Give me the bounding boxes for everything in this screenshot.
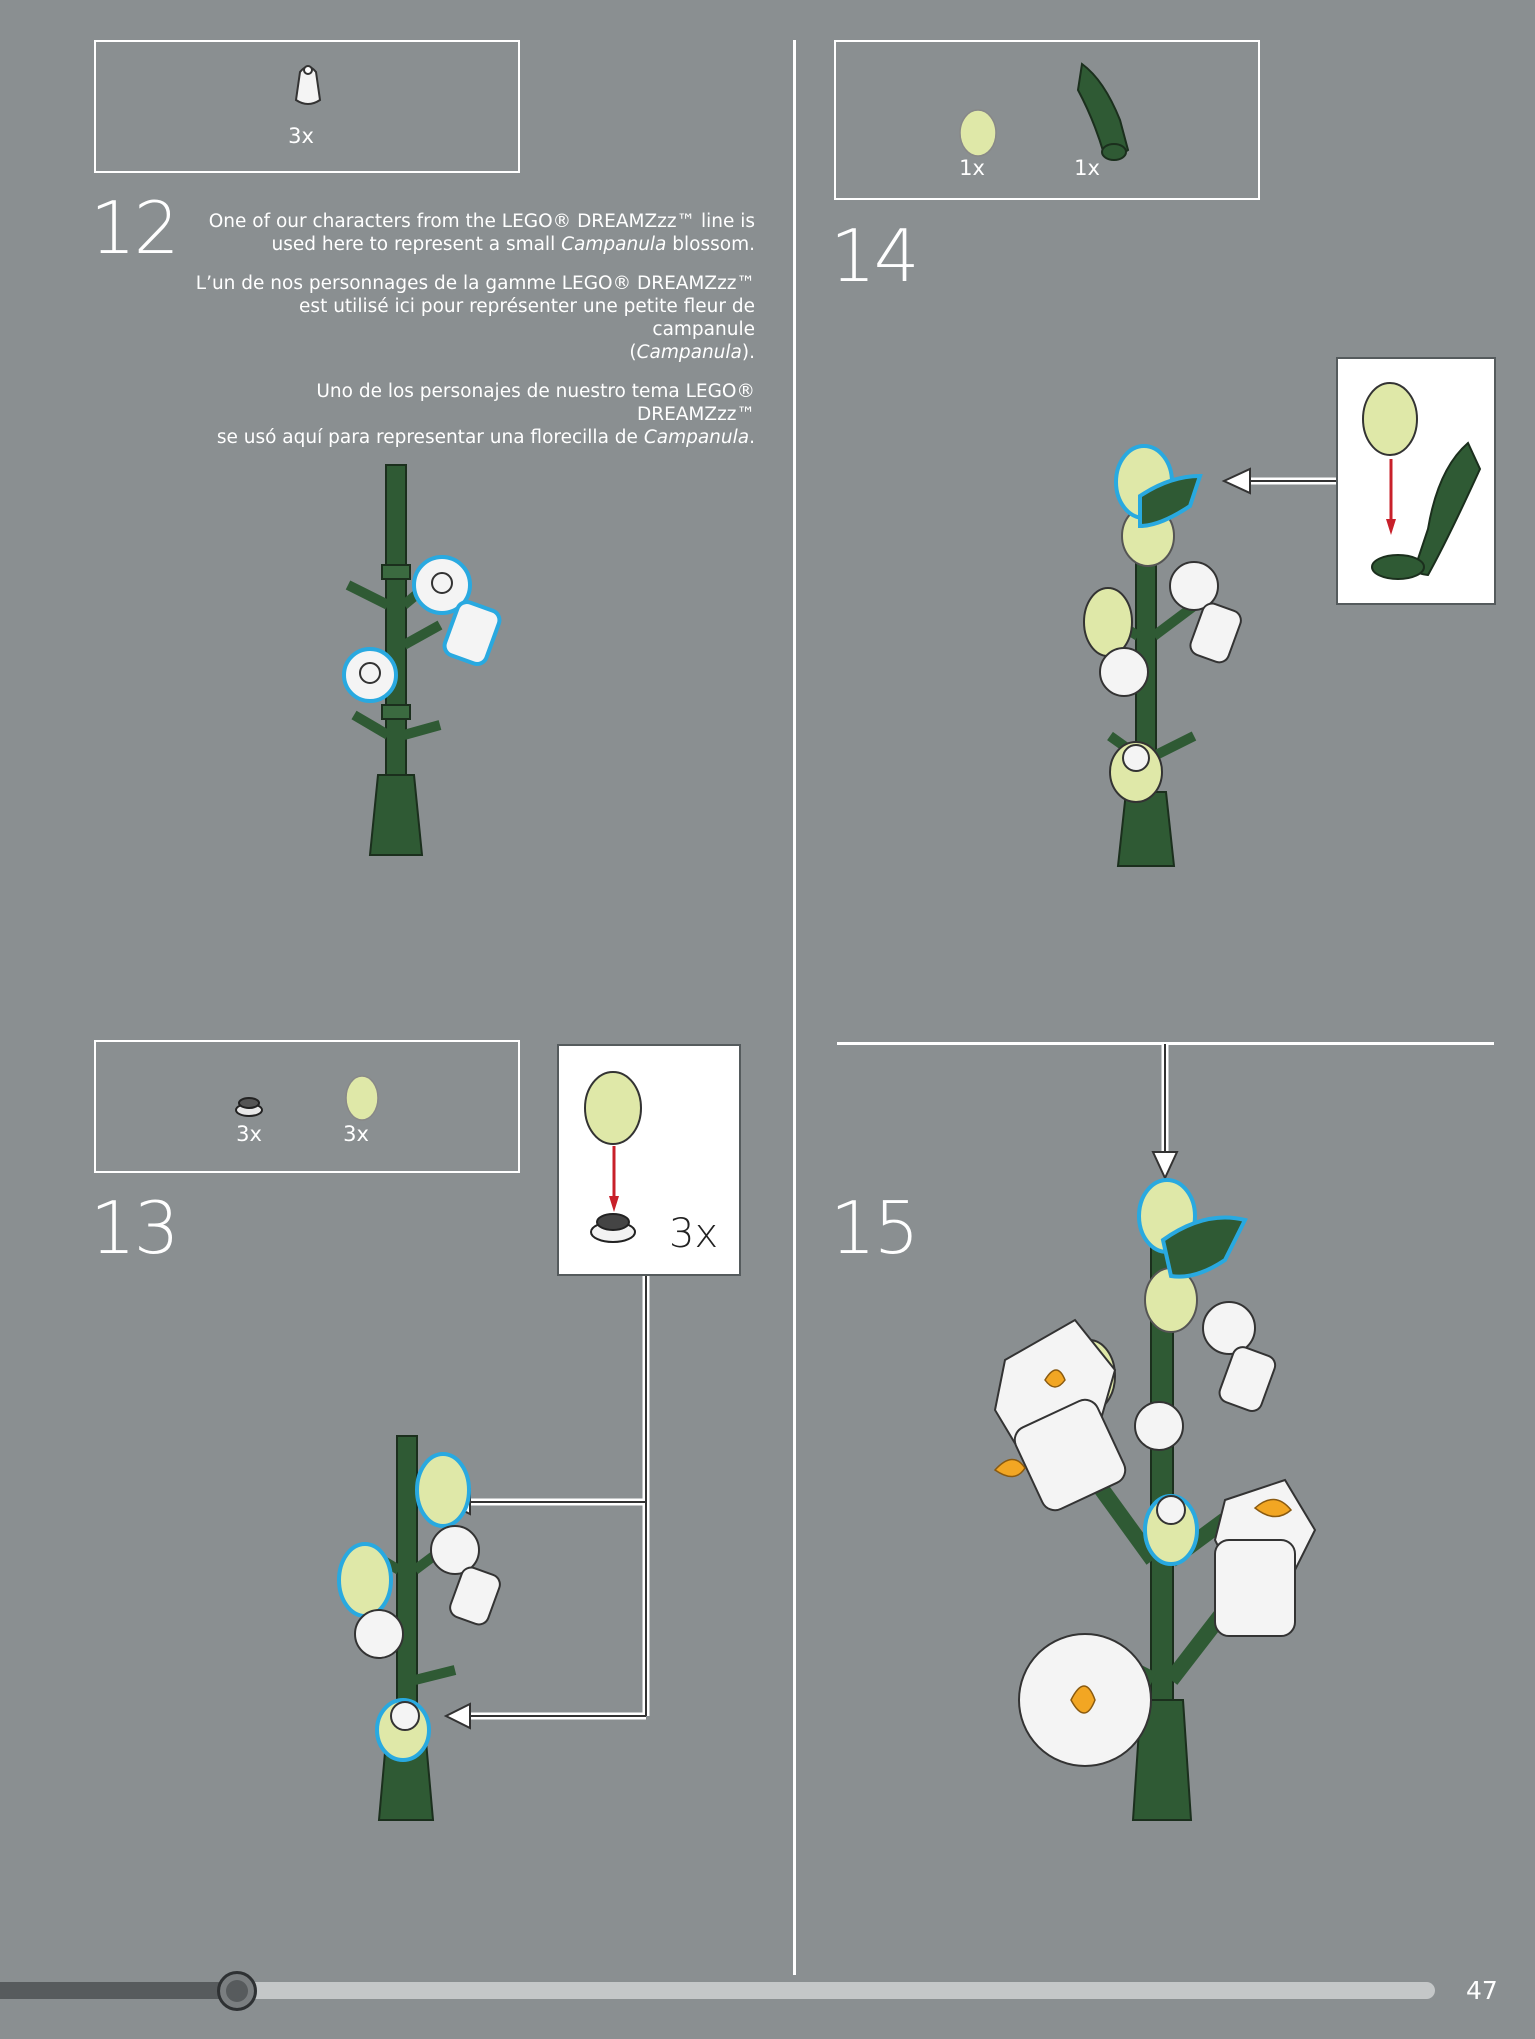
- step-number-12: 12: [90, 186, 180, 270]
- step-13-callout: 3x: [557, 1044, 741, 1276]
- parts-box-step-13: 3x 3x: [94, 1040, 520, 1173]
- step-14-leader-line: [1221, 467, 1336, 495]
- round-plate-icon: [590, 1213, 636, 1243]
- progress-bar-track: [0, 1982, 1435, 1999]
- step-15-build-illustration: [993, 1178, 1317, 1821]
- progress-bar-fill: [0, 1982, 237, 1999]
- white-bell-flower-icon: [294, 65, 322, 105]
- description-french: L’un de nos personnages de la gamme LEGO…: [195, 273, 755, 363]
- green-egg-icon: [345, 1075, 379, 1121]
- dark-green-leaf-icon: [1076, 62, 1130, 161]
- green-egg-icon: [584, 1071, 642, 1145]
- parts-box-step-12: 3x: [94, 40, 520, 173]
- part-qty: 3x: [288, 124, 314, 148]
- page-number: 47: [1466, 1976, 1498, 2005]
- step-number-13: 13: [90, 1186, 180, 1270]
- green-egg-icon: [1362, 382, 1418, 456]
- step-13-build-illustration: [337, 1435, 501, 1821]
- green-egg-icon: [959, 109, 997, 157]
- step-12-build-illustration: [342, 464, 502, 856]
- parts-box-step-14: 1x 1x: [834, 40, 1260, 200]
- callout-qty: 3x: [669, 1211, 719, 1257]
- part-qty: 1x: [1074, 156, 1100, 180]
- red-arrow-icon: [609, 1146, 619, 1212]
- description-english: One of our characters from the LEGO® DRE…: [208, 211, 755, 255]
- dark-green-leaf-icon: [1371, 441, 1482, 580]
- red-arrow-icon: [1386, 459, 1396, 535]
- part-qty: 1x: [959, 156, 985, 180]
- step-12-description: One of our characters from the LEGO® DRE…: [195, 210, 755, 465]
- part-qty: 3x: [343, 1122, 369, 1146]
- step-number-14: 14: [830, 214, 920, 298]
- step-15-divider: [837, 1042, 1494, 1045]
- progress-bar-knob[interactable]: [217, 1971, 257, 2011]
- step-15-down-arrow: [1151, 1044, 1179, 1181]
- description-spanish: Uno de los personajes de nuestro tema LE…: [216, 381, 755, 448]
- column-divider: [793, 40, 796, 1975]
- step-number-15: 15: [830, 1186, 920, 1270]
- step-14-callout: [1336, 357, 1496, 605]
- step-14-build-illustration: [1083, 444, 1242, 867]
- part-qty: 3x: [236, 1122, 262, 1146]
- round-plate-icon: [235, 1097, 263, 1117]
